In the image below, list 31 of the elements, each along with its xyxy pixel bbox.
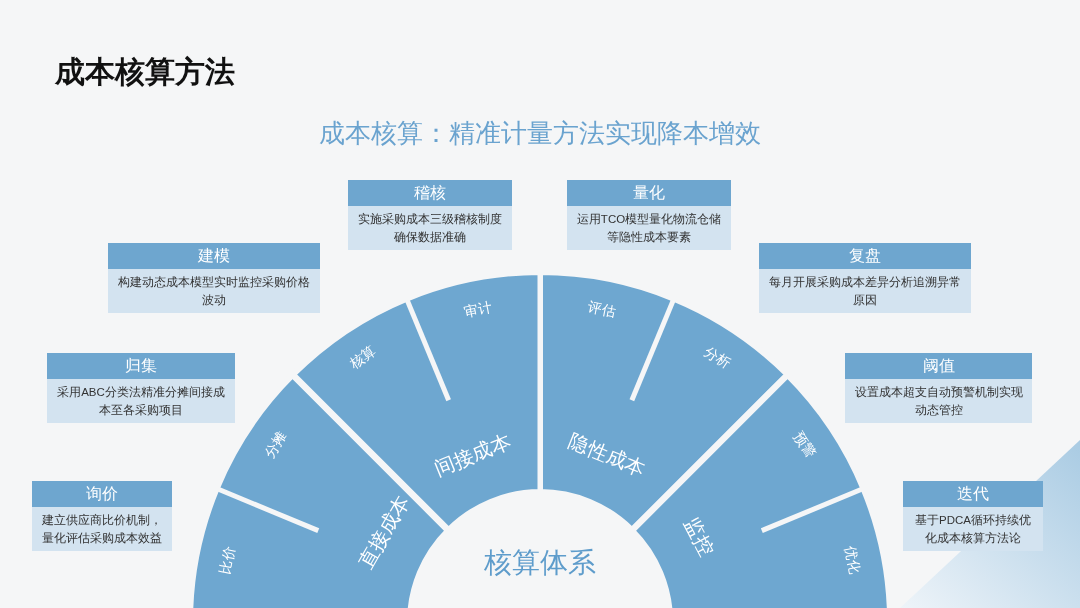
card-header: 复盘 bbox=[759, 243, 971, 269]
segment-label: 优化 bbox=[841, 544, 864, 576]
segment-label: 评估 bbox=[586, 298, 618, 322]
card-header: 迭代 bbox=[903, 481, 1043, 507]
card-body: 基于PDCA循环持续优化成本核算方法论 bbox=[903, 507, 1043, 551]
card-header: 阈值 bbox=[845, 353, 1032, 379]
sector-label: 直接成本 bbox=[353, 490, 415, 574]
card-body: 实施采购成本三级稽核制度确保数据准确 bbox=[348, 206, 512, 250]
sector-label: 间接成本 bbox=[430, 428, 515, 482]
segment-label: 分析 bbox=[700, 342, 734, 373]
card-body: 每月开展采购成本差异分析追溯异常原因 bbox=[759, 269, 971, 313]
card-body: 建立供应商比价机制，量化评估采购成本效益 bbox=[32, 507, 172, 551]
card-header: 建模 bbox=[108, 243, 320, 269]
card-body: 构建动态成本模型实时监控采购价格波动 bbox=[108, 269, 320, 313]
center-label: 核算体系 bbox=[483, 546, 597, 580]
card-body: 运用TCO模型量化物流仓储等隐性成本要素 bbox=[567, 206, 731, 250]
segment-label: 比价 bbox=[216, 544, 239, 576]
page-title: 成本核算方法 bbox=[55, 54, 235, 90]
card-header: 量化 bbox=[567, 180, 731, 206]
segment-label: 预警 bbox=[789, 428, 820, 462]
subtitle: 成本核算：精准计量方法实现降本增效 bbox=[318, 117, 762, 150]
card-header: 稽核 bbox=[348, 180, 512, 206]
sector-label: 隐性成本 bbox=[565, 428, 650, 482]
sector-label: 监控 bbox=[679, 513, 720, 562]
card-header: 归集 bbox=[47, 353, 235, 379]
card-body: 采用ABC分类法精准分摊间接成本至各采购项目 bbox=[47, 379, 235, 423]
segment-label: 分摊 bbox=[260, 428, 291, 462]
card-header: 询价 bbox=[32, 481, 172, 507]
card-body: 设置成本超支自动预警机制实现动态管控 bbox=[845, 379, 1032, 423]
segment-label: 审计 bbox=[462, 298, 494, 322]
segment-label: 核算 bbox=[346, 342, 380, 373]
